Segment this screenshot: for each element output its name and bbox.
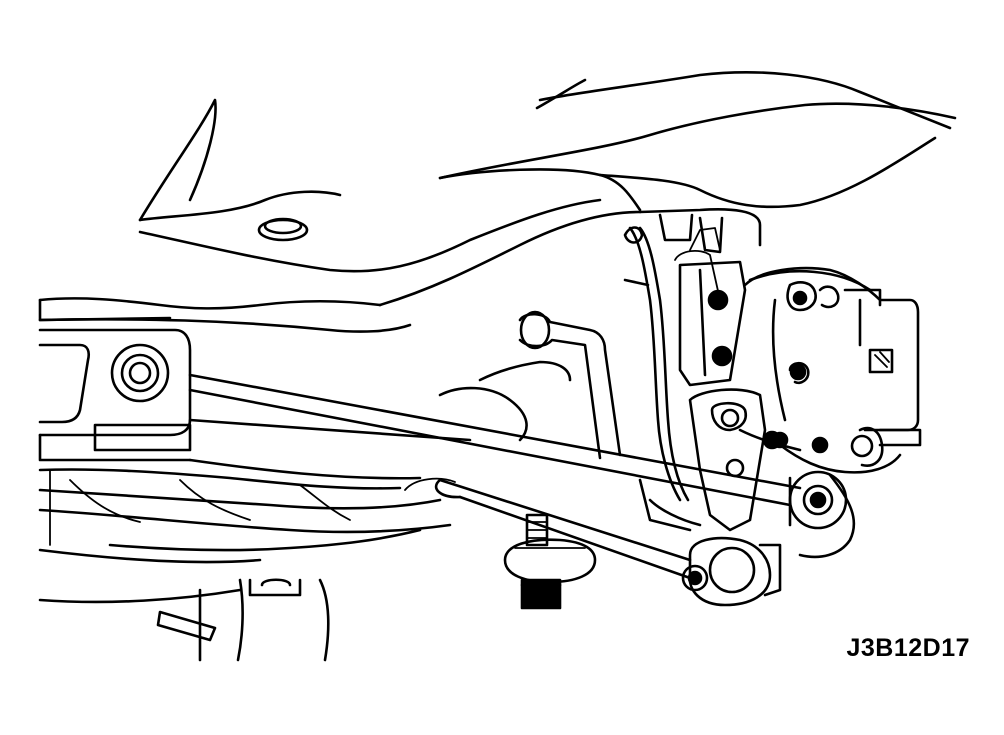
lateral-link-rod — [188, 373, 802, 507]
crossmember — [38, 328, 472, 480]
brake-disc — [738, 270, 902, 559]
drain-plug — [257, 217, 309, 242]
underbody-lower — [38, 468, 452, 662]
body-floor-pan — [38, 71, 957, 333]
lower-link-bushing — [681, 536, 782, 607]
toe-adjust-bolt — [503, 513, 597, 610]
brake-caliper — [743, 266, 922, 467]
crossmember-bushing — [110, 343, 170, 403]
lateral-rod-outer-bushing — [788, 470, 848, 530]
figure-code-label: J3B12D17 — [846, 634, 970, 662]
lower-link-rod — [404, 477, 692, 580]
bracket-plate — [674, 227, 721, 301]
upper-link — [438, 310, 622, 460]
brake-hose — [623, 226, 690, 502]
